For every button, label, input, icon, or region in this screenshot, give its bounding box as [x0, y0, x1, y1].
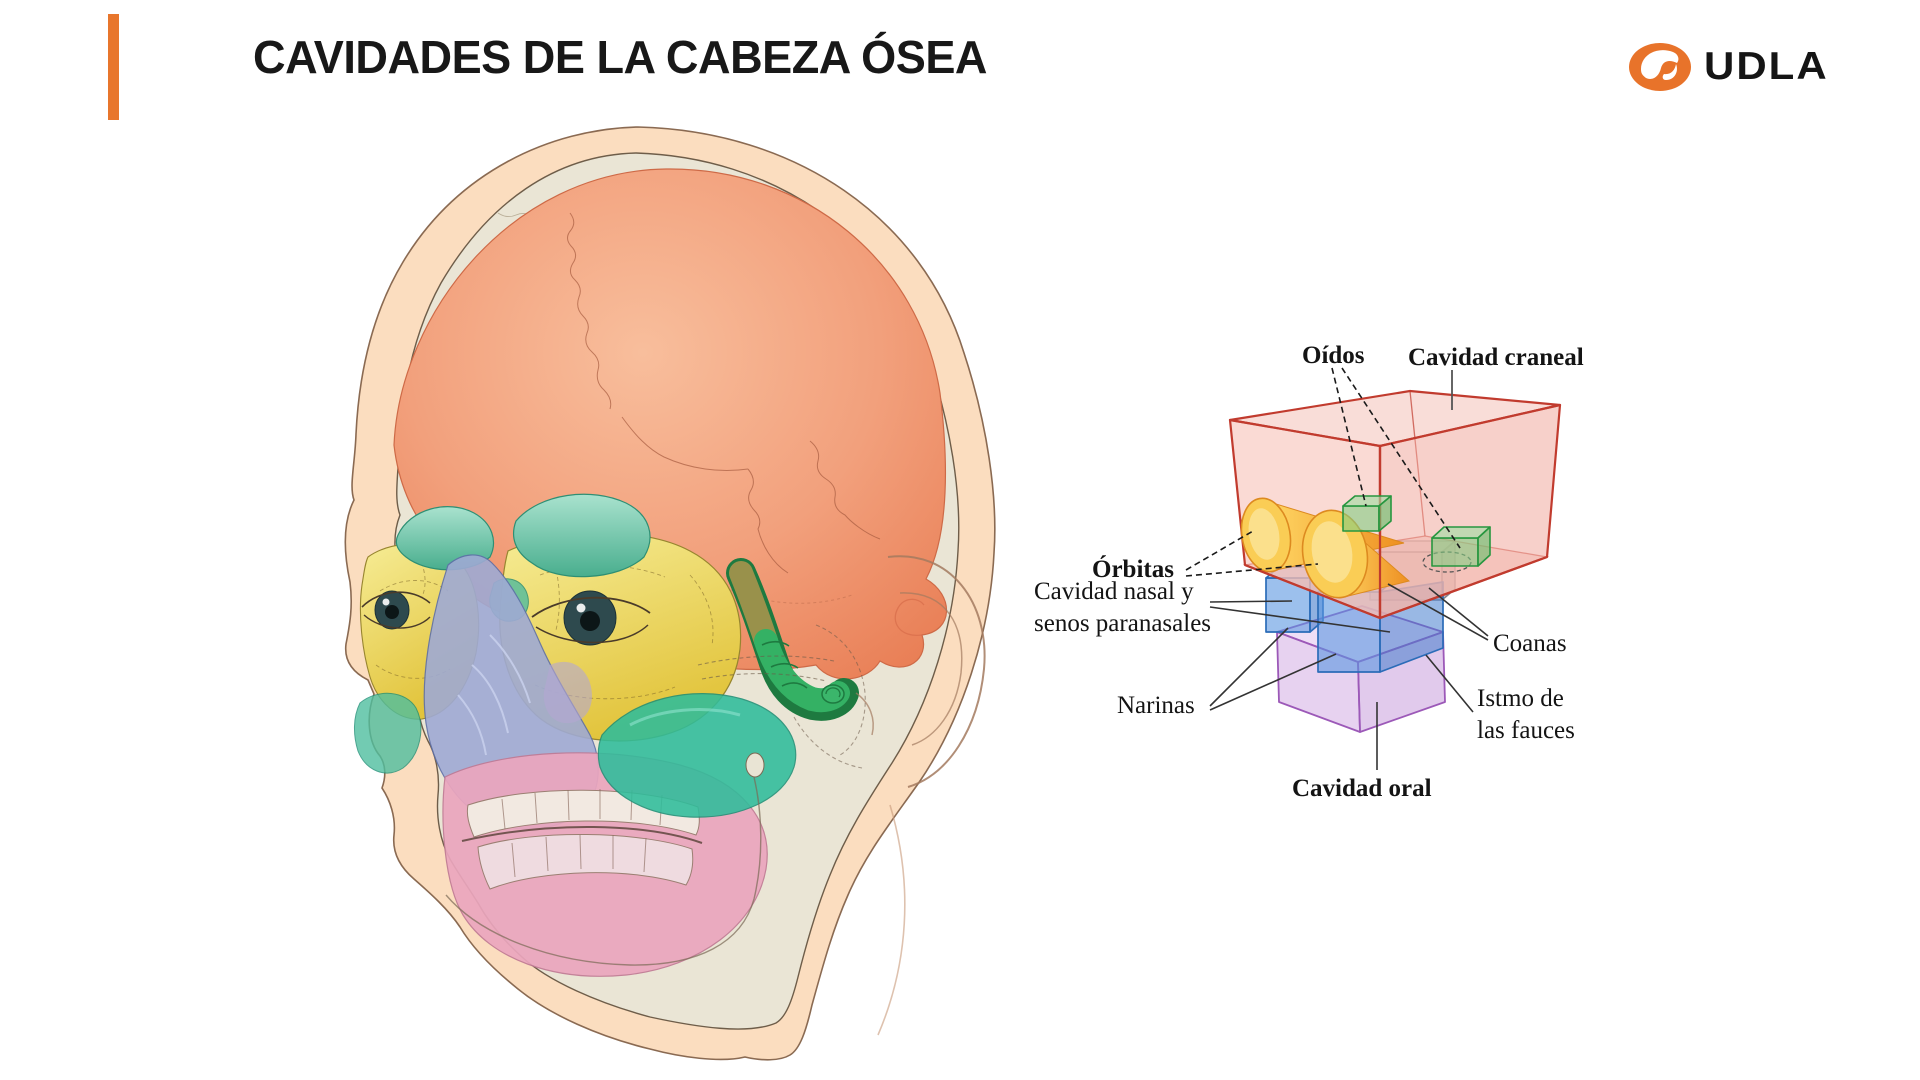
cavity-diagram: Oídos Cavidad craneal Órbitas Cavidad na… [1020, 330, 1640, 850]
accent-bar [108, 14, 119, 120]
label-cavidad-oral: Cavidad oral [1292, 775, 1432, 802]
label-coanas: Coanas [1493, 630, 1567, 657]
maxillary-sinus-shape [354, 692, 797, 818]
page-title: CAVIDADES DE LA CABEZA ÓSEA [253, 31, 987, 83]
label-cavidad-nasal-line1: Cavidad nasal y [1034, 578, 1194, 605]
eye-right [531, 590, 651, 646]
label-cavidad-nasal: Cavidad nasal y senos paranasales [1034, 576, 1211, 640]
label-oidos: Oídos [1302, 342, 1365, 369]
udla-swoosh-icon [1629, 43, 1691, 91]
orbit-cones [1240, 497, 1411, 599]
ear-boxes [1342, 495, 1491, 567]
skull-svg [344, 126, 996, 1061]
label-istmo-line1: Istmo de [1477, 685, 1564, 712]
label-narinas: Narinas [1117, 692, 1195, 719]
eye-left [361, 590, 431, 630]
label-cavidad-craneal: Cavidad craneal [1408, 344, 1584, 371]
label-istmo: Istmo de las fauces [1477, 683, 1575, 747]
bone-detail-lines [445, 555, 986, 1036]
teeth-lower [477, 833, 694, 890]
frontal-sinus-shape [395, 493, 651, 622]
cavity-diagram-svg [1185, 367, 1562, 770]
label-lines [1185, 367, 1489, 770]
label-orbitas: Órbitas [1092, 556, 1174, 583]
skull-illustration [250, 105, 1010, 1065]
udla-logo: UDLA [1628, 38, 1828, 94]
ear-canal-shape [726, 558, 859, 721]
label-cavidad-nasal-line2: senos paranasales [1034, 610, 1212, 637]
label-istmo-line2: las fauces [1477, 717, 1575, 744]
cranial-box-front-edges [1244, 446, 1548, 620]
udla-logo-text: UDLA [1704, 43, 1829, 88]
suture-lines [567, 212, 881, 604]
